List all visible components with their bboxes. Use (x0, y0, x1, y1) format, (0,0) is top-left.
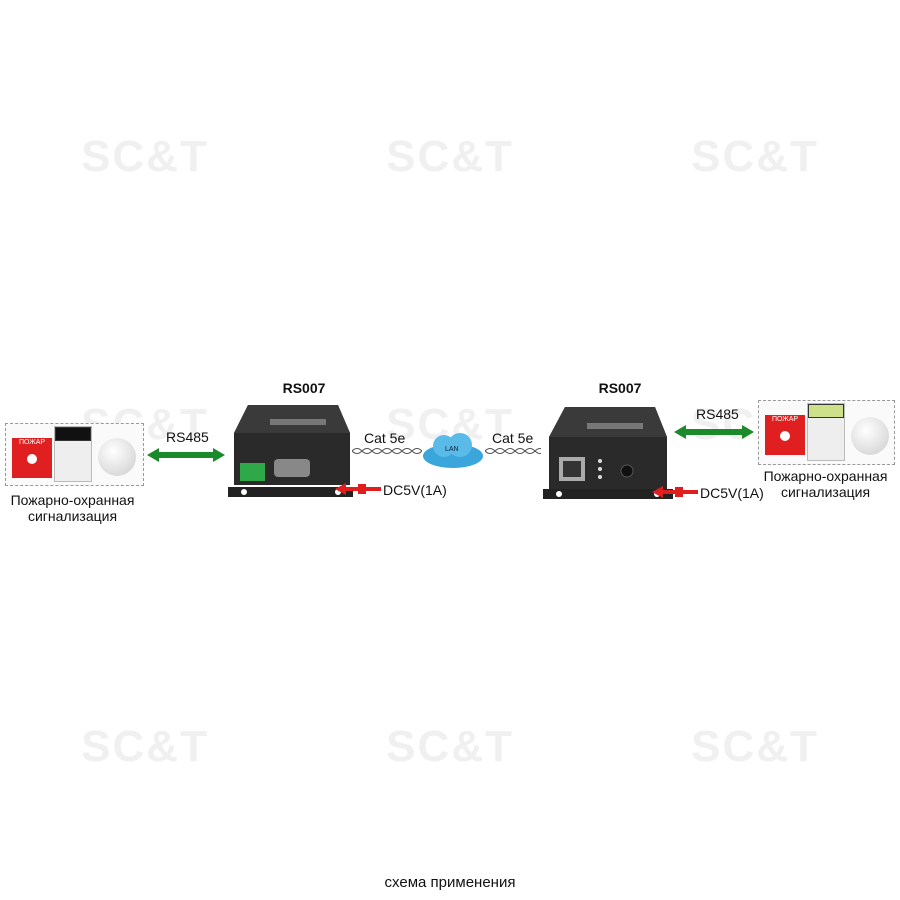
fire-alarm-button-icon: ПОЖАР (12, 438, 52, 478)
alarm-label-line2: сигнализация (780, 484, 871, 500)
right-rs485-label: RS485 (696, 406, 739, 422)
alarm-button-text: ПОЖАР (18, 439, 46, 446)
right-cat5e-cable (485, 448, 541, 454)
watermark: SC&T (691, 722, 819, 771)
right-rs485-arrow (674, 425, 754, 439)
left-rs007-device (228, 405, 353, 497)
smoke-detector-icon (98, 438, 136, 476)
right-alarm-system: ПОЖАР (758, 400, 895, 465)
fire-alarm-button-icon: ПОЖАР (765, 415, 805, 455)
right-power-label: DC5V(1A) (700, 485, 764, 501)
alarm-label-line1: Пожарно-охранная (763, 468, 888, 484)
alarm-label-line2: сигнализация (27, 508, 118, 524)
right-rs007-device (543, 407, 673, 499)
watermark: SC&T (386, 132, 514, 181)
left-cable-label: Cat 5e (364, 430, 406, 446)
left-rs485-label: RS485 (166, 429, 209, 445)
alarm-button-text: ПОЖАР (771, 416, 799, 423)
left-power-label: DC5V(1A) (383, 482, 447, 498)
alarm-label-line1: Пожарно-охранная (10, 492, 135, 508)
watermark: SC&T (81, 132, 209, 181)
right-cable-label: Cat 5e (492, 430, 534, 446)
left-power-arrow (335, 483, 381, 495)
right-power-arrow (652, 486, 698, 498)
left-rs485-arrow (147, 448, 225, 462)
control-panel-icon (807, 403, 845, 461)
control-panel-icon (54, 426, 92, 482)
smoke-detector-icon (851, 417, 889, 455)
lan-label: LAN (445, 446, 459, 453)
watermark: SC&T (386, 722, 514, 771)
left-cat5e-cable (352, 448, 422, 454)
left-device-title: RS007 (282, 380, 326, 396)
left-alarm-system: ПОЖАР (5, 423, 144, 486)
watermark: SC&T (81, 722, 209, 771)
watermark: SC&T (691, 132, 819, 181)
lan-cloud-icon (423, 433, 483, 468)
diagram-caption: схема применения (384, 874, 516, 891)
right-device-title: RS007 (598, 380, 642, 396)
